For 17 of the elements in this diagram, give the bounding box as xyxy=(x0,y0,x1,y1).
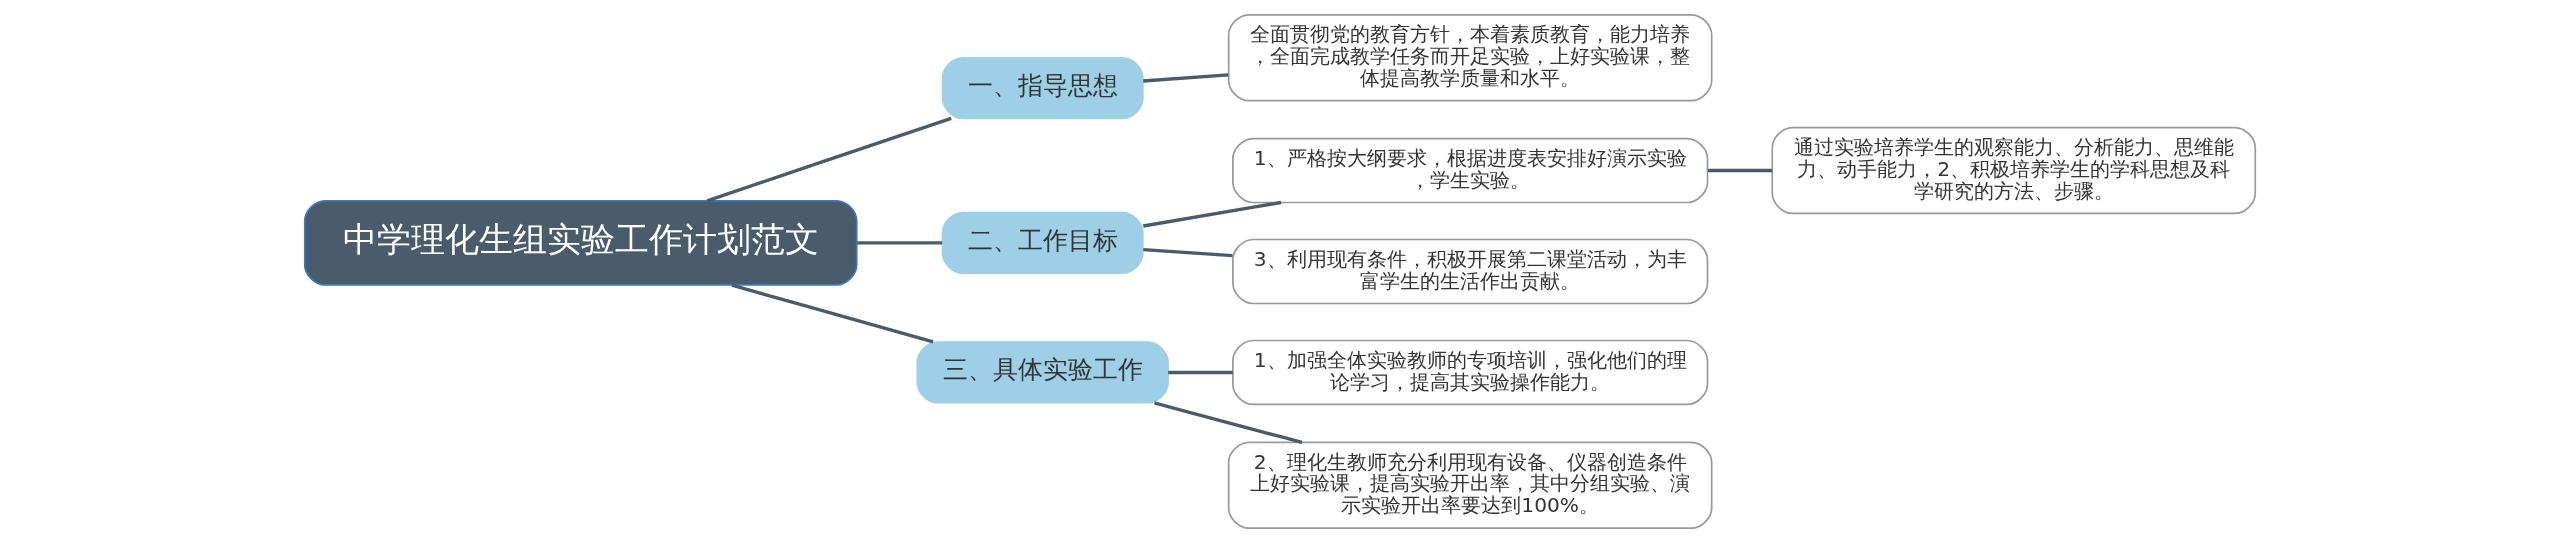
node-box: 一、指导思想 xyxy=(941,56,1144,120)
connector xyxy=(857,241,943,245)
node-box: 二、工作目标 xyxy=(941,211,1144,274)
node-box: 全面贯彻党的教育方针，本着素质教育，能力培养，全面完成教学任务而开足实验，上好实验课，整体提高教学质量和水平。 xyxy=(1227,14,1713,102)
connector xyxy=(1168,370,1233,375)
connector xyxy=(1143,247,1233,258)
connector xyxy=(1143,73,1229,83)
node-box: 三、具体实验工作 xyxy=(916,341,1169,404)
connector xyxy=(1708,168,1773,173)
node-box: 1、严格按大纲要求，根据进度表安排好演示实验，学生实验。 xyxy=(1232,137,1709,204)
node-box: 2、理化生教师充分利用现有设备、仪器创造条件上好实验课，提高实验开出率，其中分组实验、演示实验开出率要达到100%。 xyxy=(1227,441,1713,529)
node-box: 通过实验培养学生的观察能力、分析能力、思维能力、动手能力，2、积极培养学生的学科思想及科学研究的方法、步骤。 xyxy=(1771,126,2257,215)
connector xyxy=(706,116,952,203)
connector xyxy=(731,283,934,344)
node-box: 3、利用现有条件，积极开展第二课堂活动，为丰富学生的生活作出贡献。 xyxy=(1232,238,1709,305)
node-box: 中学理化生组实验工作计划范文 xyxy=(303,200,858,286)
node-box: 1、加强全体实验教师的专项培训，强化他们的理论学习，提高其实验操作能力。 xyxy=(1232,339,1709,406)
